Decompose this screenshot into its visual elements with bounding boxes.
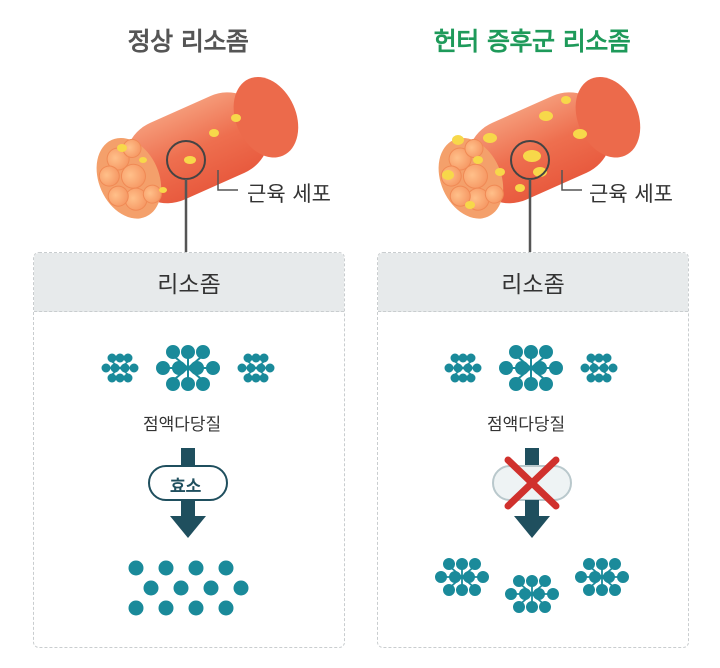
mucopolysaccharide-small-right-hunter [580,353,618,383]
lysosome-panel-normal: 리소좀 [33,252,345,648]
accumulated-molecule-1 [434,557,490,597]
muscle-cell-normal [83,66,311,230]
cross-mark-icon [504,456,560,510]
mucopolysaccharide-small-left-hunter [444,353,482,383]
title-normal-lysosome: 정상 리소좀 [127,27,249,56]
degraded-molecules [128,560,249,616]
muscle-cell-hunter [425,66,653,230]
arrow-stem-bottom-normal [181,500,195,518]
cell-label-pointer-normal [217,170,238,191]
arrow-stem-bottom-hunter [525,500,539,518]
arrow-stem-top-normal [181,448,195,468]
mucopolysaccharide-large-hunter [498,344,564,392]
arrow-head-hunter [514,516,550,538]
mucopolysaccharide-small-right [237,353,275,383]
arrow-stem-top-hunter [525,448,539,468]
mucopolysaccharide-label-hunter: 점액다당질 [487,415,566,435]
mucopolysaccharide-label-normal: 점액다당질 [143,415,222,435]
mucopolysaccharide-small-left [101,353,139,383]
accumulated-molecule-2 [504,574,560,614]
mucopolysaccharide-large [155,344,221,392]
lysosome-header-normal: 리소좀 [34,253,344,312]
lysosome-header-hunter: 리소좀 [378,253,688,312]
muscle-cell-label-hunter: 근육 세포 [589,182,673,206]
arrow-head-normal [170,516,206,538]
title-hunter-syndrome-lysosome: 헌터 증후군 리소좀 [433,27,631,56]
enzyme-label: 효소 [170,477,202,497]
accumulated-molecule-3 [574,557,630,597]
cell-label-pointer-hunter [561,170,582,191]
muscle-cell-label-normal: 근육 세포 [247,182,331,206]
